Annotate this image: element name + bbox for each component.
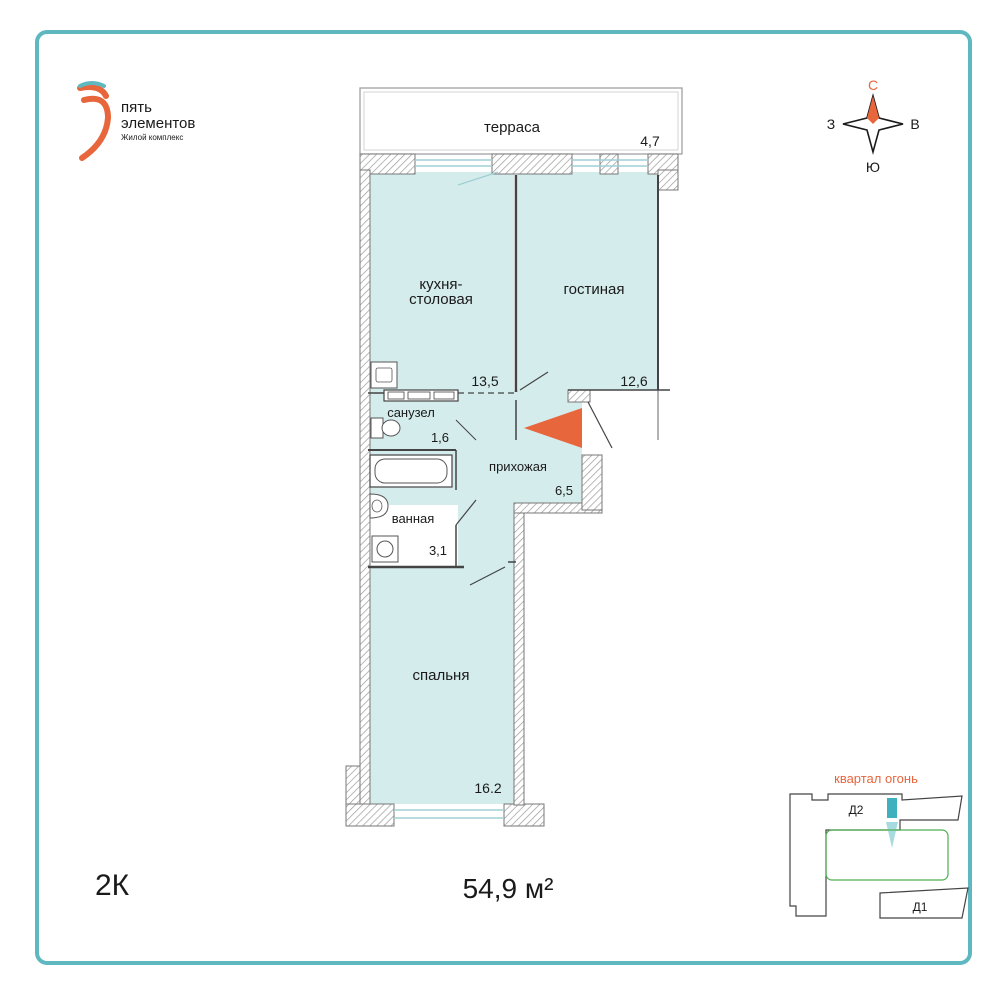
kitchen-label-line-2: столовая [409,291,473,308]
wall-top-left [359,153,416,175]
logo-line-2: элементов [121,115,195,132]
site-building-d1-outline [879,887,969,919]
site-building-d1: Д1 [913,900,928,914]
site-plan-title: квартал огонь [834,771,918,786]
wall-bottom-left [345,803,395,827]
washing-machine-icon [371,535,399,563]
outer-frame [35,30,972,965]
kitchen-label-line-1: кухня- [419,276,462,293]
bath-label: ванная [392,511,435,526]
living-area-value: 12,6 [620,373,647,389]
kitchen-counter-icon [383,389,459,402]
kitchen-sink-icon [370,361,398,389]
hall-floor-2 [458,505,514,567]
toilet-area-value: 1,6 [431,430,449,445]
logo-wave-icon [78,81,106,88]
logo-line-1: пять [121,99,152,116]
logo-mark-icon [77,84,112,161]
total-area: 54,9 м² [463,873,554,904]
wall-right-bedroom [513,504,525,806]
hall-area-value: 6,5 [555,483,573,498]
site-highlight-section [887,798,897,818]
site-plan: квартал огонь Д2 Д1 [789,771,969,919]
floor-plan: терраса 4,7 кухня- столовая 13,5 гостина… [345,87,683,827]
washbasin-icon [369,493,389,519]
kitchen-floor [368,172,514,392]
compass-north: С [868,77,878,93]
wall-top-mid [491,153,573,175]
entrance-arrow-icon [524,408,582,448]
toilet-label: санузел [387,405,435,420]
bathtub-icon [369,454,453,488]
compass-east: В [910,116,919,132]
terrace-area-value: 4,7 [640,133,660,149]
wall-top-pier [599,153,619,175]
toilet-icon [370,417,401,439]
wall-left [359,169,371,811]
hall-label: прихожая [489,459,547,474]
bath-area-value: 3,1 [429,543,447,558]
bedroom-label: спальня [413,667,470,684]
site-building-d2: Д2 [849,803,864,817]
terrace-label: терраса [484,119,541,136]
apartment-type: 2К [95,869,130,902]
site-courtyard [825,829,949,881]
compass-north-needle-icon [867,96,879,124]
compass-south: Ю [866,159,880,175]
wall-entry-pier [567,389,591,403]
site-building-outline [789,793,963,917]
terrace-area [359,87,683,155]
bedroom-area-value: 16.2 [474,780,501,796]
living-label: гостиная [564,281,625,298]
wall-corner-right [657,169,679,191]
wall-bottom-right [503,803,545,827]
logo: пять элементов Жилой комплекс [77,81,195,161]
compass: С Ю З В [827,77,920,175]
wall-hall-right [581,454,603,511]
site-light-beam-icon [886,822,898,848]
living-floor [518,172,658,390]
logo-line-3: Жилой комплекс [121,133,183,142]
bedroom-floor [368,567,514,804]
kitchen-area-value: 13,5 [471,373,498,389]
compass-west: З [827,116,835,132]
